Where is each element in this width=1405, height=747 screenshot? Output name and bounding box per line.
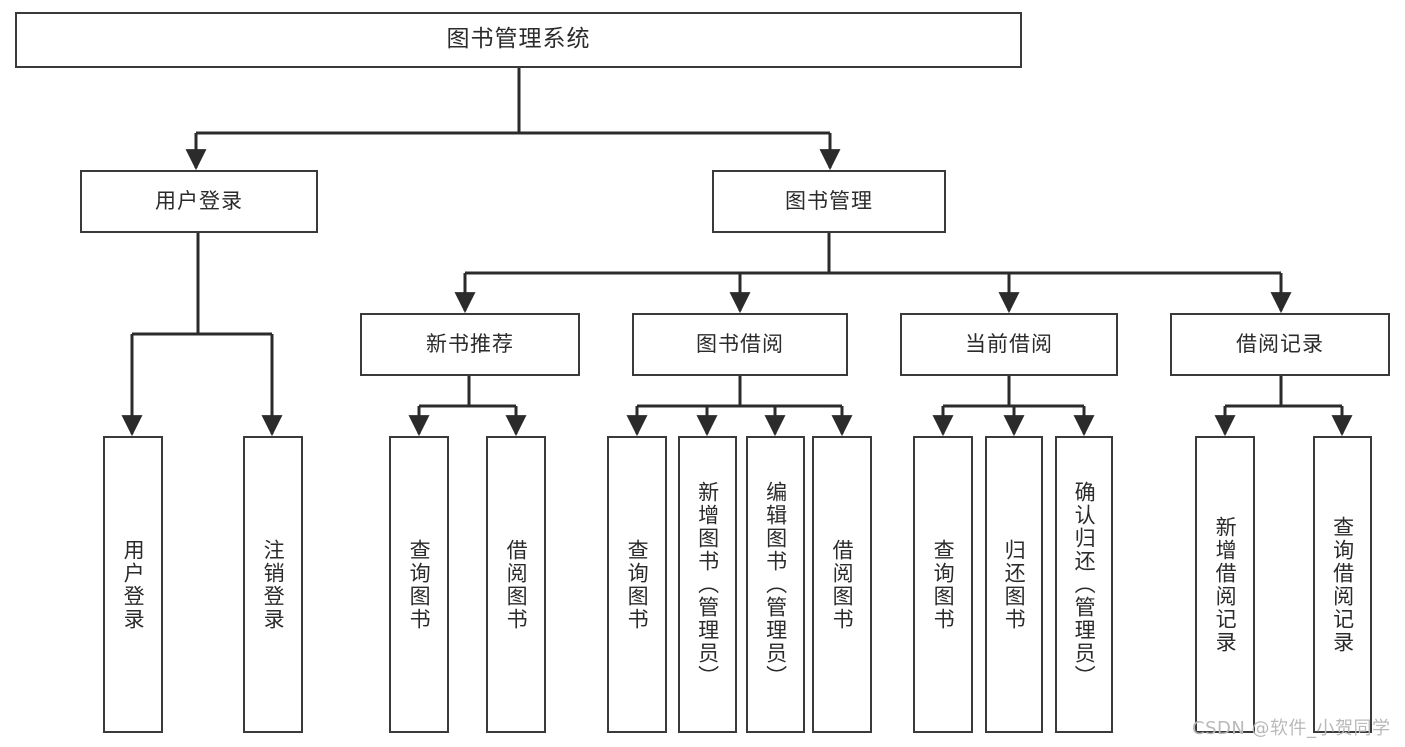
node-label: 编辑图书（管理员） <box>763 481 788 688</box>
node-leaf-query-record[interactable]: 查询借阅记录 <box>1313 436 1372 733</box>
node-new-book-recommend[interactable]: 新书推荐 <box>360 313 580 376</box>
node-label: 用户登录 <box>121 538 146 631</box>
node-label: 新增借阅记录 <box>1213 515 1238 654</box>
node-leaf-confirm-return[interactable]: 确认归还（管理员） <box>1055 436 1113 733</box>
node-leaf-borrow-book-1[interactable]: 借阅图书 <box>486 436 546 733</box>
node-label: 借阅记录 <box>1236 331 1324 356</box>
node-leaf-edit-book[interactable]: 编辑图书（管理员） <box>746 436 805 733</box>
node-leaf-add-record[interactable]: 新增借阅记录 <box>1195 436 1255 733</box>
node-label: 注销登录 <box>261 538 286 631</box>
node-label: 图书管理 <box>785 188 873 213</box>
node-leaf-user-login[interactable]: 用户登录 <box>103 436 163 733</box>
node-label: 当前借阅 <box>965 331 1053 356</box>
node-label: 归还图书 <box>1002 538 1027 631</box>
node-label: 查询图书 <box>407 538 432 631</box>
node-label: 图书管理系统 <box>446 26 591 53</box>
node-book-manage[interactable]: 图书管理 <box>712 170 946 233</box>
node-label: 查询图书 <box>931 538 956 631</box>
node-leaf-logout-login[interactable]: 注销登录 <box>243 436 303 733</box>
node-label: 用户登录 <box>155 188 243 213</box>
node-leaf-return-book[interactable]: 归还图书 <box>985 436 1043 733</box>
node-label: 新书推荐 <box>426 331 514 356</box>
csdn-watermark: CSDN @软件_小贺同学 <box>1192 718 1391 739</box>
node-book-borrow[interactable]: 图书借阅 <box>632 313 848 376</box>
node-label: 查询图书 <box>625 538 650 631</box>
node-label: 图书借阅 <box>696 331 784 356</box>
node-label: 借阅图书 <box>504 538 529 631</box>
node-leaf-query-book-2[interactable]: 查询图书 <box>607 436 667 733</box>
node-borrow-record[interactable]: 借阅记录 <box>1170 313 1390 376</box>
node-label: 新增图书（管理员） <box>695 481 720 688</box>
node-leaf-add-book[interactable]: 新增图书（管理员） <box>678 436 737 733</box>
node-leaf-query-book-1[interactable]: 查询图书 <box>389 436 449 733</box>
node-leaf-borrow-book-2[interactable]: 借阅图书 <box>812 436 872 733</box>
node-root-book-management-system[interactable]: 图书管理系统 <box>15 12 1022 68</box>
node-current-borrow[interactable]: 当前借阅 <box>900 313 1118 376</box>
node-label: 查询借阅记录 <box>1330 515 1355 654</box>
node-label: 确认归还（管理员） <box>1072 481 1097 688</box>
node-label: 借阅图书 <box>830 538 855 631</box>
node-leaf-query-book-3[interactable]: 查询图书 <box>913 436 973 733</box>
node-user-login[interactable]: 用户登录 <box>80 170 318 233</box>
